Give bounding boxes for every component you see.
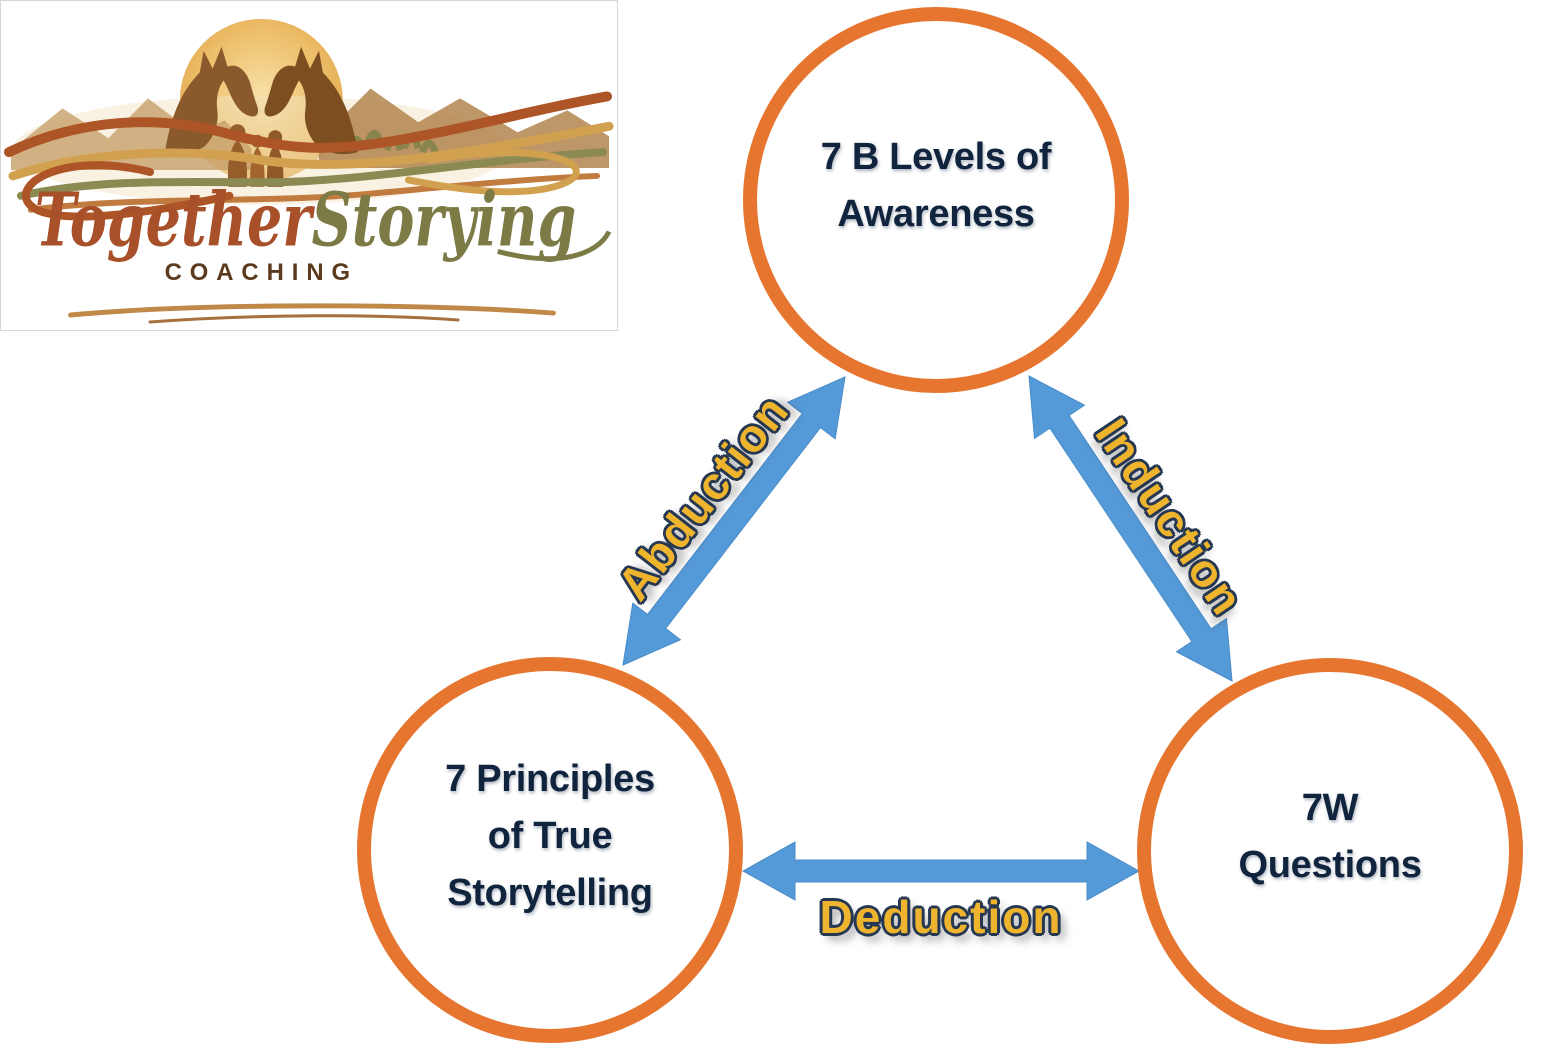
wordmark-swash [497, 230, 612, 262]
node-levels-of-awareness: 7 B Levels of Awareness [743, 7, 1129, 393]
abduction-arrow [622, 376, 846, 666]
ribbon-swirls [3, 91, 614, 221]
brand-wordmark: TogetherStorying [35, 177, 576, 263]
brand-together: Together [35, 177, 316, 263]
node-principles-label: 7 Principles of True Storytelling [445, 751, 655, 922]
node-levels-of-awareness-label: 7 B Levels of Awareness [821, 129, 1052, 243]
bottom-swoosh [68, 303, 556, 324]
logo-artwork: TogetherStorying COACHING [3, 18, 614, 324]
horse-right-icon [264, 46, 358, 155]
node-7w-questions: 7W Questions [1137, 658, 1523, 1044]
node-label-line: Questions [1238, 844, 1422, 886]
logo: TogetherStorying COACHING [0, 0, 618, 331]
node-label-line: 7 B Levels of [820, 136, 1052, 178]
node-label-line: Storytelling [447, 871, 653, 914]
node-label-line: of True [487, 814, 613, 857]
node-label-line: 7W [1301, 787, 1359, 829]
node-principles-of-true-storytelling: 7 Principles of True Storytelling [357, 657, 743, 1043]
logo-subtitle: COACHING [165, 259, 358, 286]
brand-storying: Storying [312, 177, 577, 263]
induction-arrow [1028, 375, 1233, 682]
node-label-line: Awareness [837, 193, 1035, 235]
arrow-label-deduction: Deduction [819, 891, 1063, 943]
node-7w-questions-label: 7W Questions [1238, 780, 1421, 894]
node-label-line: 7 Principles [445, 757, 655, 800]
